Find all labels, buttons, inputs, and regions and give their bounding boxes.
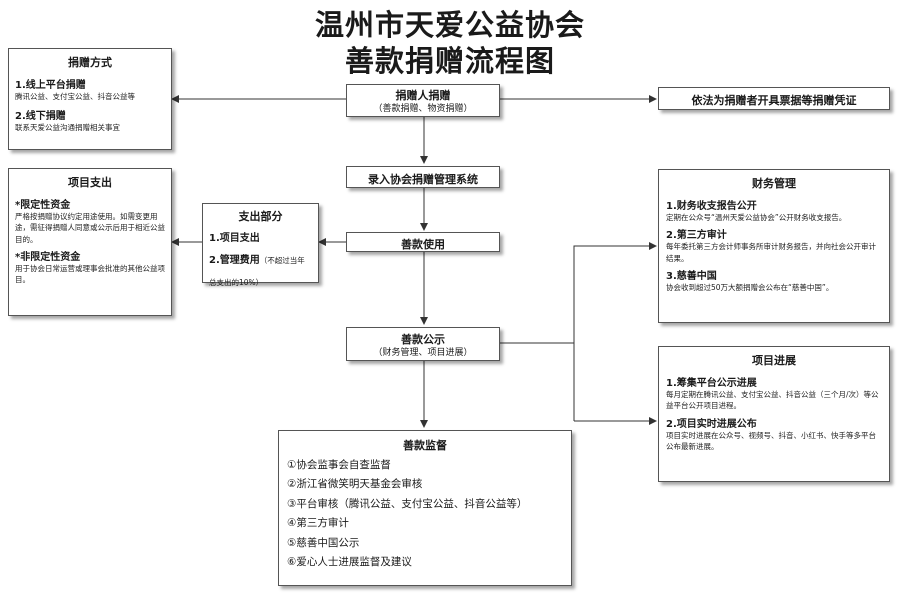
donor-box: 捐赠人捐赠 （善款捐赠、物资捐赠） <box>346 84 500 117</box>
supervision-item: ①协会监事会自查监督 <box>287 459 391 471</box>
publicity-title: 善款公示 <box>401 333 445 346</box>
chart-title-line2: 善款捐赠流程图 <box>344 44 555 78</box>
record-text: 录入协会捐赠管理系统 <box>368 173 478 186</box>
donor-sub: （善款捐赠、物资捐赠） <box>373 104 473 114</box>
progress-box: 项目进展 1.筹集平台公示进展 每月定期在腾讯公益、支付宝公益、抖音公益（三个月… <box>658 346 890 482</box>
publicity-box: 善款公示 （财务管理、项目进展） <box>346 327 500 361</box>
expenditure-title: 支出部分 <box>238 210 283 223</box>
supervision-box: 善款监督 ①协会监事会自查监督 ②浙江省微笑明天基金会审核 ③平台审核（腾讯公益… <box>278 430 572 586</box>
progress-item1-head: 1.筹集平台公示进展 <box>666 378 757 389</box>
supervision-list: ①协会监事会自查监督 ②浙江省微笑明天基金会审核 ③平台审核（腾讯公益、支付宝公… <box>287 456 563 573</box>
method-offline-head: 2.线下捐赠 <box>15 111 66 123</box>
unrestricted-funds-text: 用于协会日常运营或理事会批准的其他公益项目。 <box>15 263 165 284</box>
progress-item2-text: 项目实时进展在公众号、视频号、抖音、小红书、快手等多平台公布最新进展。 <box>666 430 876 451</box>
restricted-funds-text: 严格按捐赠协议约定用途使用。如需变更用途，需征得捐赠人同意或公示后用于相近公益目… <box>15 212 165 244</box>
receipt-text: 依法为捐赠者开具票据等捐赠凭证 <box>691 94 857 107</box>
unrestricted-funds-head: *非限定性资金 <box>15 251 81 263</box>
method-online-text: 腾讯公益、支付宝公益、抖音公益等 <box>15 92 135 101</box>
publicity-sub: （财务管理、项目进展） <box>373 348 473 358</box>
finance-title: 财务管理 <box>752 177 796 190</box>
chart-title-line1: 温州市天爱公益协会 <box>314 8 585 42</box>
progress-title: 项目进展 <box>752 354 796 367</box>
finance-item1-head: 1.财务收支报告公开 <box>666 201 757 212</box>
record-box: 录入协会捐赠管理系统 <box>346 166 500 188</box>
supervision-title: 善款监督 <box>403 439 447 452</box>
method-online-head: 1.线上平台捐赠 <box>15 80 86 91</box>
project-spending-box: 项目支出 *限定性资金 严格按捐赠协议约定用途使用。如需变更用途，需征得捐赠人同… <box>8 168 172 316</box>
expenditure-item2-note: （不超过当年总支出的10%） <box>209 256 305 288</box>
finance-item2-text: 每年委托第三方会计师事务所审计财务报告，并向社会公开审计结果。 <box>666 242 876 263</box>
supervision-item: ⑥爱心人士进展监督及建议 <box>287 556 412 569</box>
finance-item2-head: 2.第三方审计 <box>666 230 727 242</box>
receipt-box: 依法为捐赠者开具票据等捐赠凭证 <box>658 87 890 110</box>
usage-box: 善款使用 <box>346 232 500 252</box>
supervision-item: ④第三方审计 <box>287 517 349 530</box>
project-spending-title: 项目支出 <box>68 176 112 189</box>
restricted-funds-head: *限定性资金 <box>15 200 71 211</box>
method-offline-text: 联系天爱公益沟通捐赠相关事宜 <box>15 123 120 133</box>
donation-methods-box: 捐赠方式 1.线上平台捐赠 腾讯公益、支付宝公益、抖音公益等 2.线下捐赠 联系… <box>8 48 172 150</box>
bracket-publicity-to-reports <box>500 245 656 344</box>
expenditure-item1: 1.项目支出 <box>209 233 260 244</box>
progress-item2-head: 2.项目实时进展公布 <box>666 418 757 430</box>
supervision-item: ③平台审核（腾讯公益、支付宝公益、抖音公益等） <box>287 497 528 510</box>
expenditure-box: 支出部分 1.项目支出 2.管理费用（不超过当年总支出的10%） <box>202 203 319 287</box>
donation-methods-title: 捐赠方式 <box>68 56 112 69</box>
progress-item1-text: 每月定期在腾讯公益、支付宝公益、抖音公益（三个月/次）等公益平台公开项目进程。 <box>666 390 879 411</box>
expenditure-item2: 2.管理费用 <box>209 255 260 266</box>
supervision-item: ⑤慈善中国公示 <box>287 536 360 549</box>
donor-title: 捐赠人捐赠 <box>395 89 451 102</box>
finance-box: 财务管理 1.财务收支报告公开 定期在公众号“温州天爱公益协会”公开财务收支报告… <box>658 169 890 323</box>
finance-item3-head: 3.慈善中国 <box>666 270 717 282</box>
finance-item1-text: 定期在公众号“温州天爱公益协会”公开财务收支报告。 <box>666 213 847 222</box>
finance-item3-text: 协会收到超过50万大额捐赠会公布在“慈善中国”。 <box>666 282 834 292</box>
usage-text: 善款使用 <box>401 238 445 251</box>
supervision-item: ②浙江省微笑明天基金会审核 <box>287 478 423 491</box>
